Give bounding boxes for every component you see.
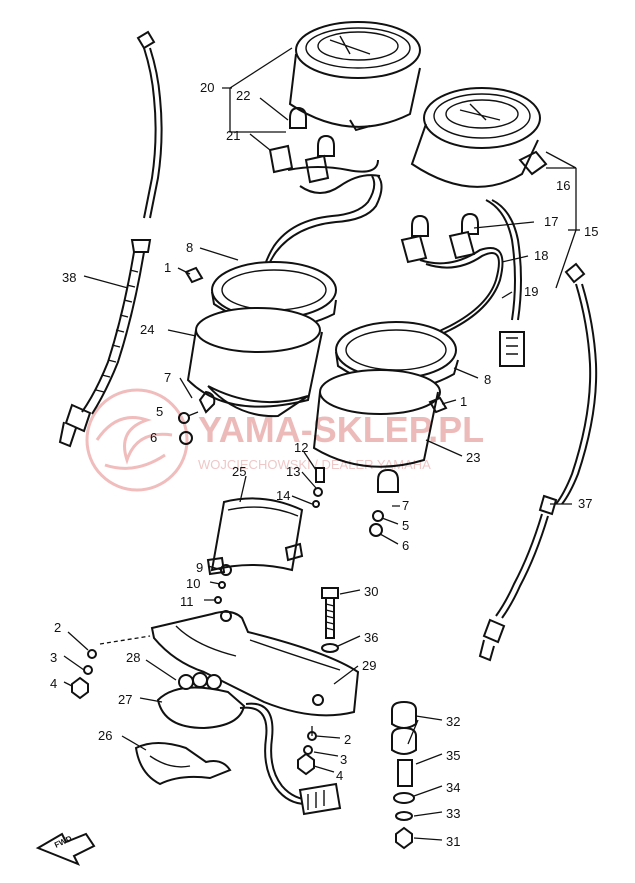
callout-3-left: 3 [50, 650, 57, 665]
callout-labels: 20 22 21 16 17 15 18 19 8 1 38 24 7 5 6 … [50, 80, 598, 849]
callout-14: 14 [276, 488, 290, 503]
tachometer-cable [478, 262, 598, 662]
callout-28: 28 [126, 650, 140, 665]
callout-5-left: 5 [156, 404, 163, 419]
callout-15: 15 [584, 224, 598, 239]
callout-29: 29 [362, 658, 376, 673]
callout-22: 22 [236, 88, 250, 103]
callout-17: 17 [544, 214, 558, 229]
speedometer-unit [288, 21, 421, 132]
callout-8-right: 8 [484, 372, 491, 387]
callout-24: 24 [140, 322, 154, 337]
callout-3-center: 3 [340, 752, 347, 767]
callout-38: 38 [62, 270, 76, 285]
callout-2-center: 2 [344, 732, 351, 747]
callout-8-top: 8 [186, 240, 193, 255]
watermark: YAMA-SKLEP.PL WOJCIECHOWSKI / DEALER YAM… [85, 388, 484, 492]
callout-33: 33 [446, 806, 460, 821]
watermark-title: YAMA-SKLEP.PL [198, 409, 484, 450]
callout-1-top: 1 [164, 260, 171, 275]
callout-36: 36 [364, 630, 378, 645]
washer-nut-sets [71, 649, 317, 776]
callout-26: 26 [98, 728, 112, 743]
speedometer-bulb-sockets [261, 106, 383, 283]
callout-6-left: 6 [150, 430, 157, 445]
callout-31: 31 [446, 834, 460, 849]
meter-bracket [150, 610, 360, 717]
callout-20: 20 [200, 80, 214, 95]
callout-27: 27 [118, 692, 132, 707]
callout-11: 11 [180, 594, 194, 609]
callout-19: 19 [524, 284, 538, 299]
callout-23: 23 [466, 450, 480, 465]
callout-5-right: 5 [402, 518, 409, 533]
indicator-lamp-socket-assy [156, 672, 342, 816]
forward-direction-arrow: FWD [35, 832, 96, 866]
callout-13: 13 [286, 464, 300, 479]
tachometer-unit [410, 87, 548, 188]
callout-12: 12 [294, 440, 308, 455]
callout-7-left: 7 [164, 370, 171, 385]
callout-4-left: 4 [50, 676, 57, 691]
callout-21: 21 [226, 128, 240, 143]
callout-10: 10 [186, 576, 200, 591]
callout-7-right: 7 [402, 498, 409, 513]
socket-cover [134, 742, 232, 786]
callout-18: 18 [534, 248, 548, 263]
leader-lines [63, 47, 580, 841]
tachometer-case [312, 321, 459, 537]
speedometer-cable [58, 30, 163, 448]
callout-1-right: 1 [460, 394, 467, 409]
watermark-logo [85, 388, 189, 492]
indicator-light-housing [206, 497, 304, 576]
callout-34: 34 [446, 780, 460, 795]
callout-30: 30 [364, 584, 378, 599]
callout-9: 9 [196, 560, 203, 575]
callout-35: 35 [446, 748, 460, 763]
callout-16: 16 [556, 178, 570, 193]
callout-2-left: 2 [54, 620, 61, 635]
callout-6-right: 6 [402, 538, 409, 553]
callout-32: 32 [446, 714, 460, 729]
callout-25: 25 [232, 464, 246, 479]
speedometer-case [178, 261, 337, 445]
mounting-bolt-stack [321, 587, 417, 850]
callout-37: 37 [578, 496, 592, 511]
watermark-subtitle: WOJCIECHOWSKI / DEALER YAMAHA [198, 457, 431, 472]
callout-4-center: 4 [336, 768, 343, 783]
